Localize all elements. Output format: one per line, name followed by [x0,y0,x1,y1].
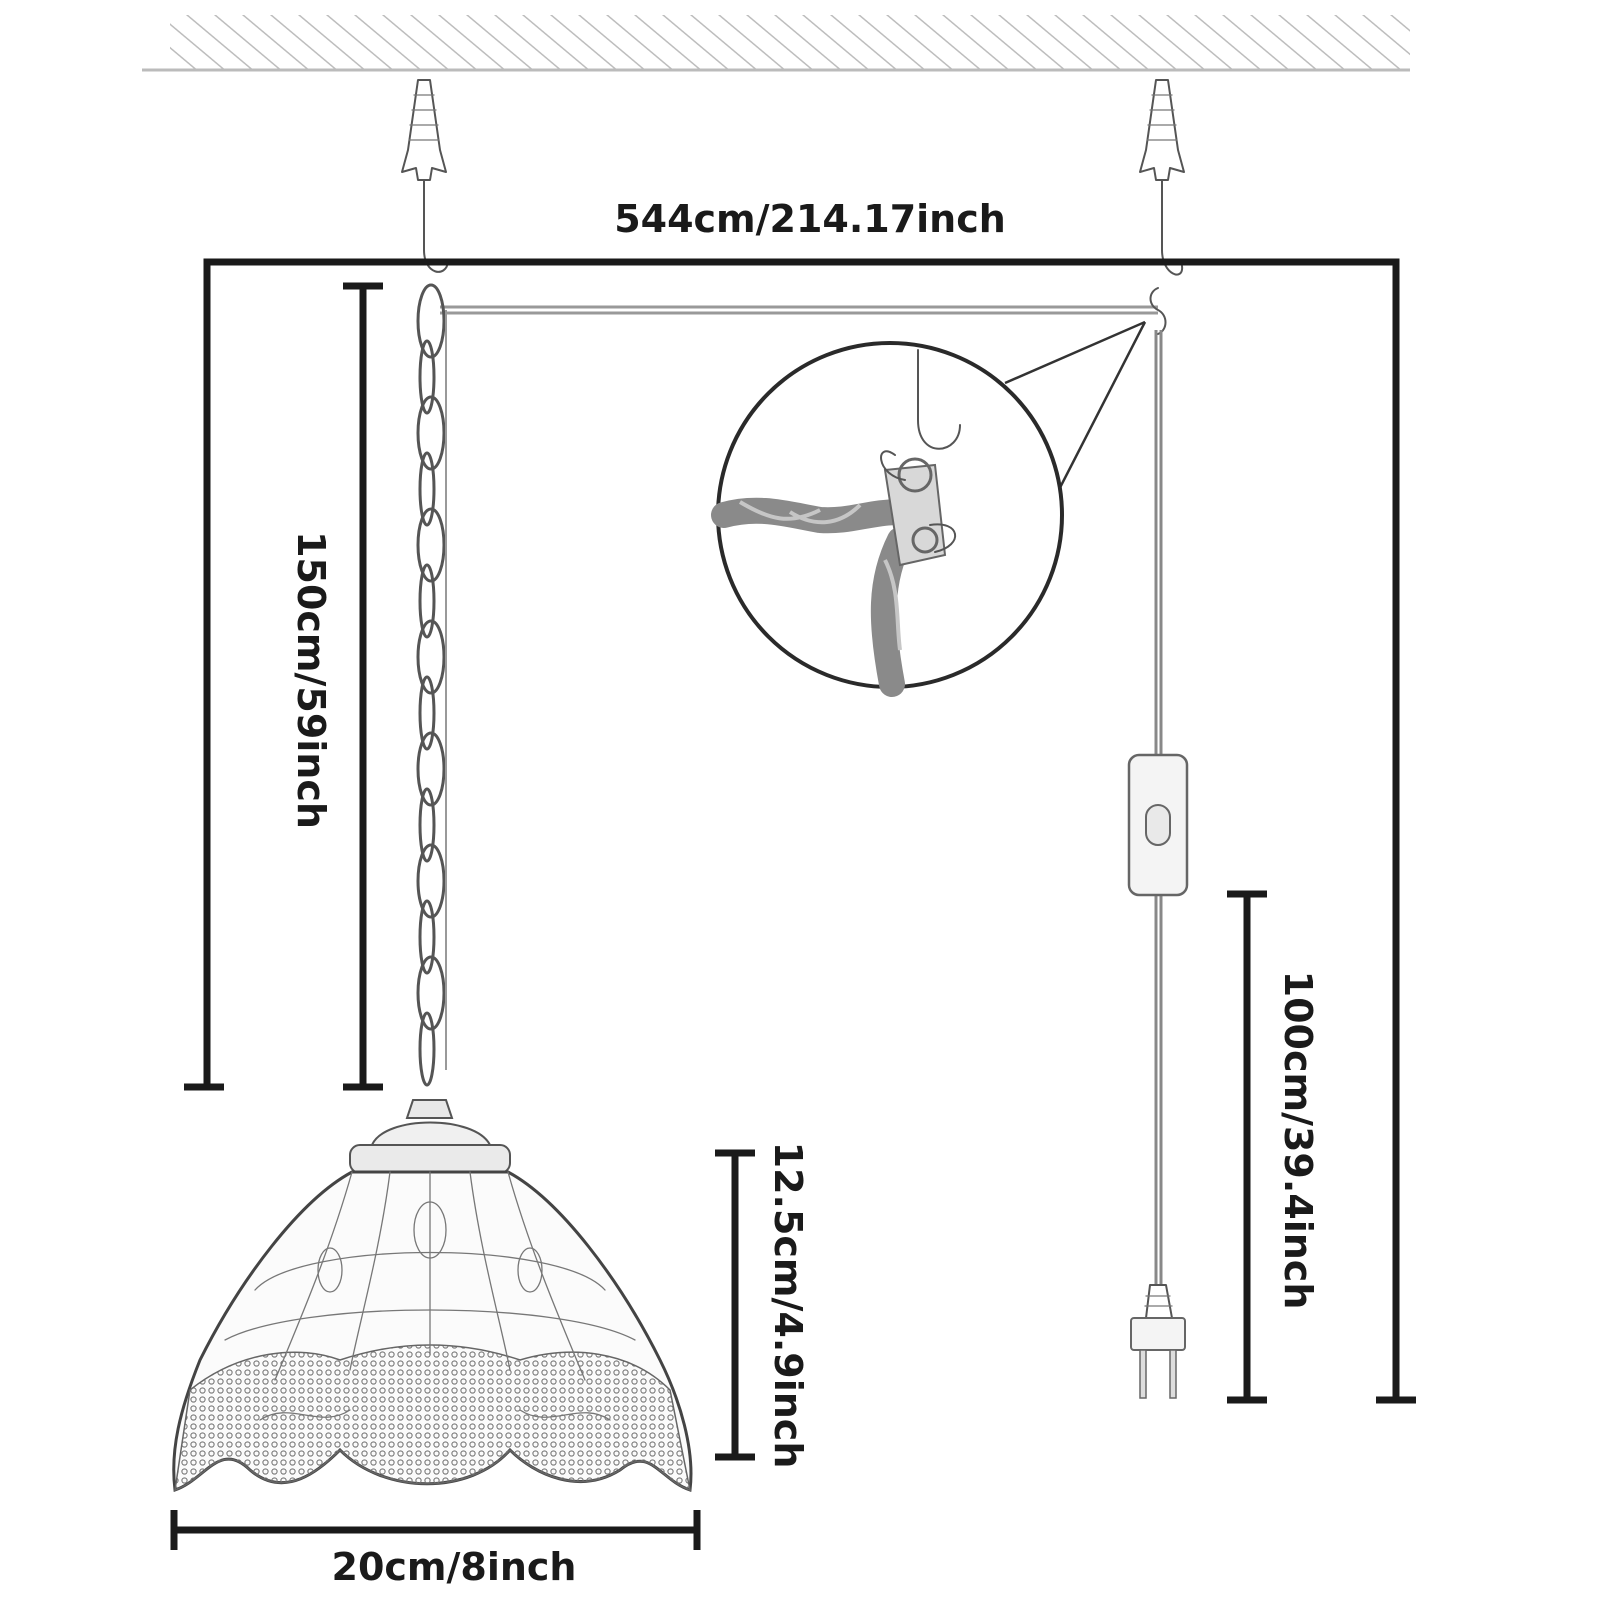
dimension-chain-length: 150cm/59inch [289,282,383,1091]
chain-link [418,1011,436,1087]
left-anchor-icon [401,79,449,273]
chain-link [418,563,436,639]
detail-magnifier-icon [711,320,1147,697]
right-anchor-icon [1139,79,1185,276]
ceiling [142,15,1410,72]
plug-icon [1130,1284,1186,1399]
label-chain-length: 150cm/59inch [289,531,333,829]
chain-link [416,619,446,695]
chain-link [418,787,436,863]
dimension-plug-cord: 100cm/39.4inch [1227,890,1320,1404]
chain-link [416,955,446,1031]
inline-switch-icon [1127,753,1189,897]
horizontal-cord [440,305,1158,315]
vertical-cord [1149,287,1167,1285]
chain-link [418,675,436,751]
dimension-shade-height: 12.5cm/4.9inch [715,1142,810,1469]
chain-link [418,339,436,415]
label-shade-width: 20cm/8inch [332,1545,577,1589]
chain-link [416,395,446,471]
chain-icon [416,283,447,1087]
lamp-shade-icon [172,1099,693,1493]
chain-link [418,899,436,975]
chain-link [416,843,446,919]
chain-link [416,731,446,807]
label-total-width: 544cm/214.17inch [614,197,1006,241]
chain-link [418,451,436,527]
chain-link [416,283,446,359]
dimension-shade-width: 20cm/8inch [170,1510,701,1589]
label-plug-cord: 100cm/39.4inch [1276,971,1320,1310]
chain-link [416,507,446,583]
dimension-total-width: 544cm/214.17inch [184,197,1416,1404]
label-shade-height: 12.5cm/4.9inch [766,1142,810,1469]
